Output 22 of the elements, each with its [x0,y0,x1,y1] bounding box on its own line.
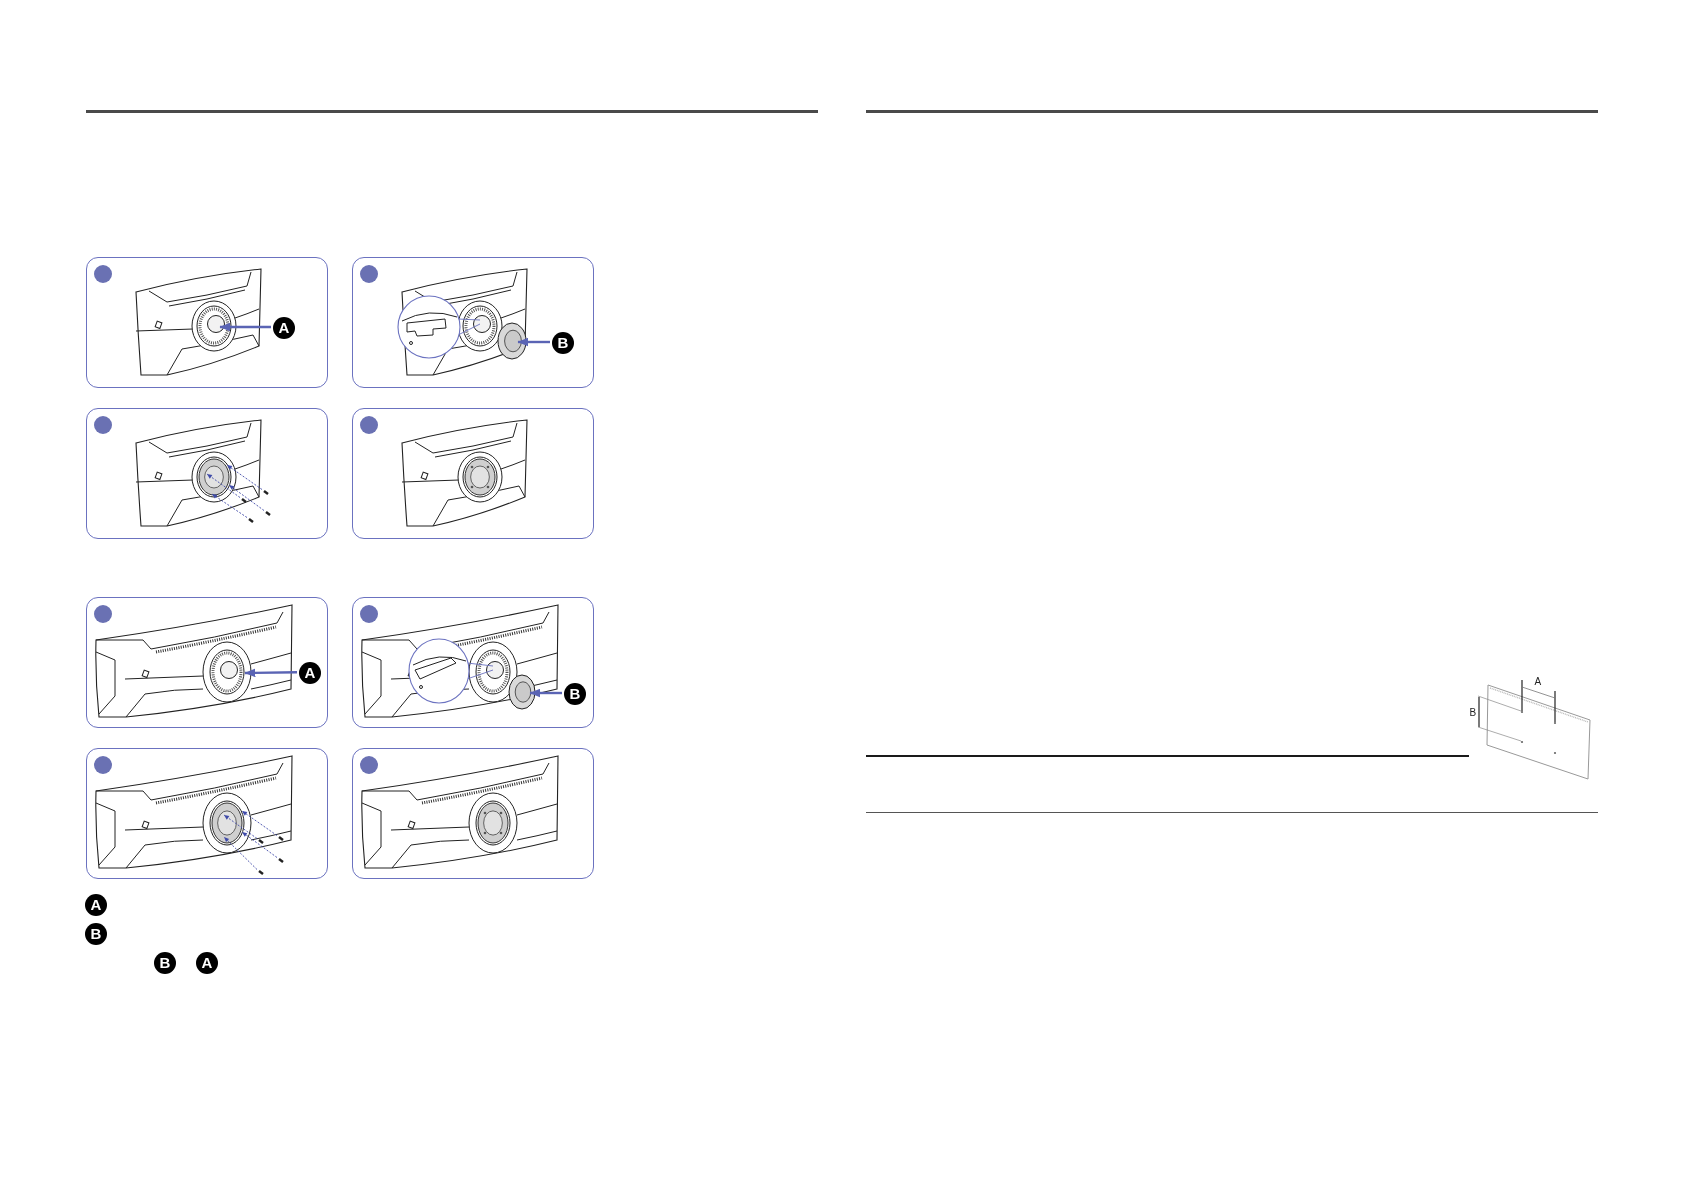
callout-letter: B [552,332,574,354]
callout-letter: B [85,923,107,945]
callout-letter: B [564,683,586,705]
leader-arrow [244,668,297,678]
step-panel [86,748,328,879]
callout-letter: A [299,662,321,684]
step-panel [86,408,328,539]
callout-letter: A [85,894,107,916]
dimension-label: A [1534,675,1542,687]
step-panel [352,257,594,388]
step-panel [352,408,594,539]
callout-letter: A [273,317,295,339]
step-panel [86,257,328,388]
callout-letter: A [196,952,218,974]
leader-arrow [219,322,271,332]
dimension-label: B [1469,706,1477,718]
leader-arrow [529,688,562,698]
step-panel [352,748,594,879]
leader-arrow [517,337,550,347]
step-panel [86,597,328,728]
step-panel [352,597,594,728]
callout-letter: B [154,952,176,974]
